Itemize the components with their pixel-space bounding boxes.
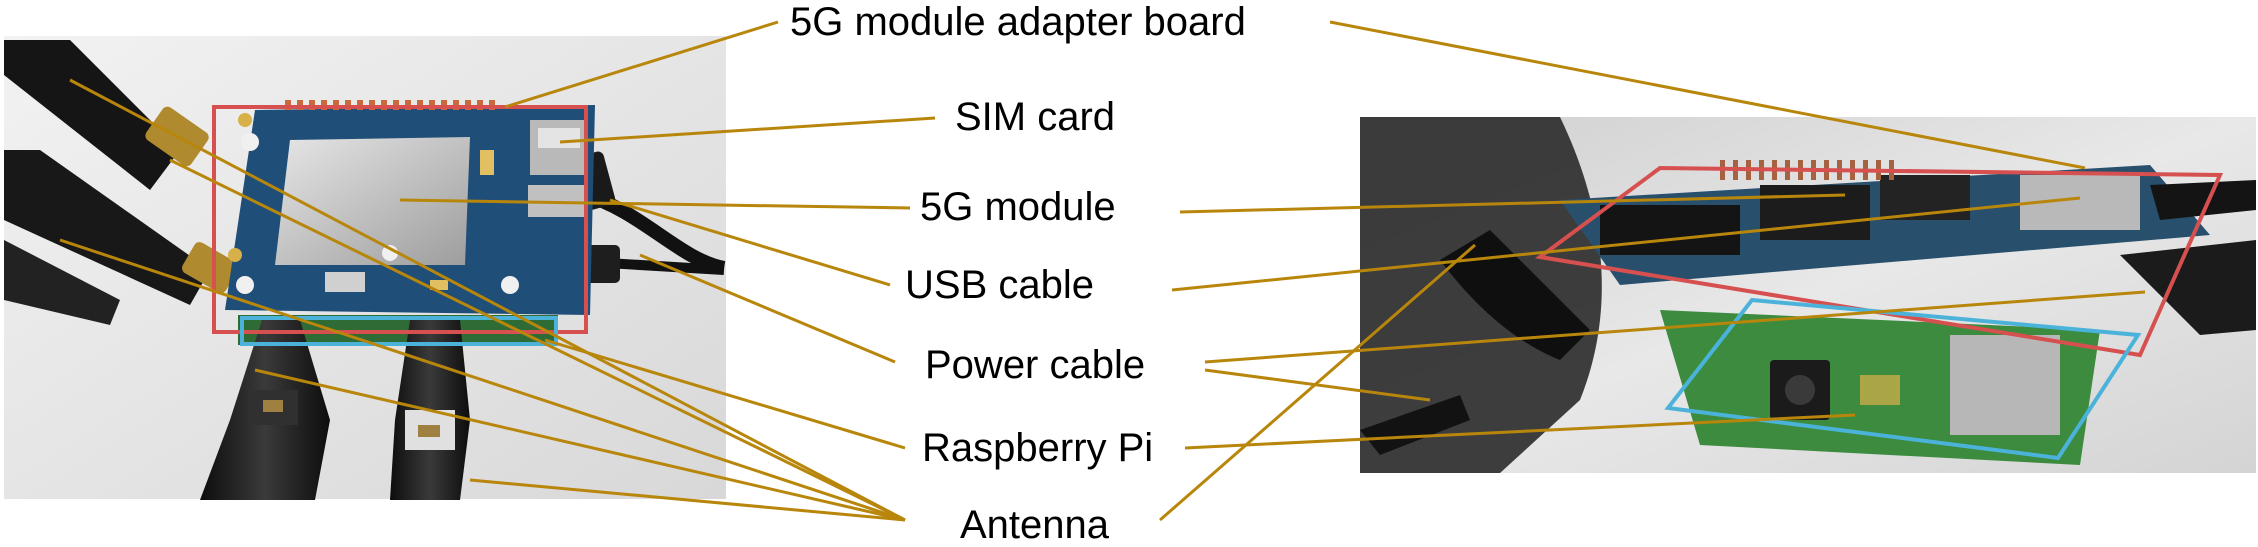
label-antenna: Antenna — [960, 503, 1110, 547]
5g-module-left — [275, 137, 470, 265]
label-power-cable: Power cable — [925, 343, 1146, 387]
antenna-upper-left-2 — [4, 150, 239, 325]
rpi-usb-port-right — [1950, 335, 2060, 435]
raspberry-pi-outline-left — [240, 316, 558, 346]
left-photo — [4, 36, 726, 500]
raspberry-pi-outline-right — [1664, 297, 2142, 461]
antenna-bottom-1 — [200, 320, 330, 500]
power-cable-right — [1360, 395, 1470, 455]
adapter-board-outline-left — [212, 105, 588, 334]
adapter-board-outline-right — [1535, 165, 2224, 358]
label-usb-cable: USB cable — [905, 263, 1094, 307]
label-5g-module: 5G module — [920, 185, 1116, 229]
label-adapter-board: 5G module adapter board — [790, 0, 1246, 44]
label-raspberry-pi: Raspberry Pi — [922, 426, 1154, 470]
leader-lines — [59, 20, 2146, 522]
label-sim-card: SIM card — [955, 95, 1116, 139]
adapter-board-left — [225, 100, 595, 315]
